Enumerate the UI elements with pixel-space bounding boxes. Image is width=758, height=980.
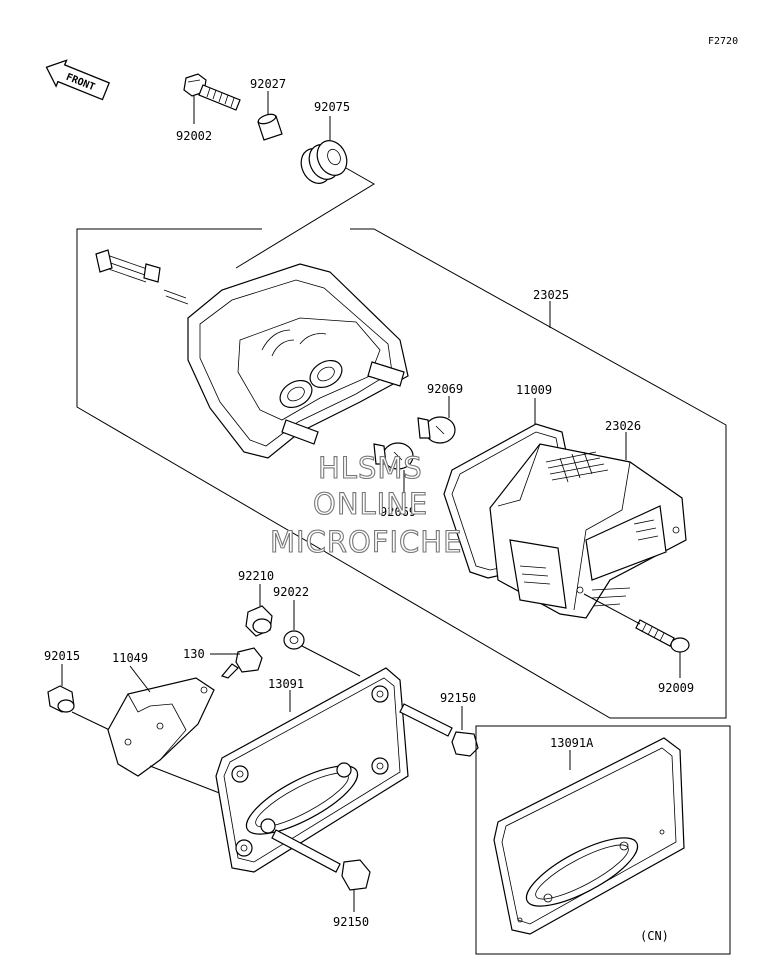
label-92069-a: 92069: [427, 382, 463, 396]
bracket-11049: [107, 677, 215, 777]
bulb-92069-b: [373, 442, 414, 470]
label-92075: 92075: [314, 100, 350, 114]
label-92009: 92009: [658, 681, 694, 695]
screw-92009: [635, 619, 690, 653]
label-92069-b: 92069: [380, 505, 416, 519]
label-23025: 23025: [533, 288, 569, 302]
plate-holder-13091a: [493, 737, 685, 935]
diagram-code: F2720: [708, 36, 738, 47]
bolt-92150-right: [399, 703, 479, 757]
bolt-92150-bottom: [271, 829, 371, 891]
label-92210: 92210: [238, 569, 274, 583]
variant-box: [475, 725, 731, 955]
label-92150-bottom: 92150: [333, 915, 369, 929]
grommet-92075: [300, 140, 348, 184]
collar-92027: [257, 113, 283, 141]
watermark-line-2: ONLINE: [313, 487, 428, 521]
lamp-housing: [95, 249, 409, 459]
assembly-boundary: [76, 228, 727, 719]
label-92150-right: 92150: [440, 691, 476, 705]
watermark: HLSMS ONLINE MICROFICHE: [269, 450, 462, 559]
label-13091a: 13091A: [550, 736, 594, 750]
variant-label: (CN): [640, 929, 669, 943]
label-13091: 13091: [268, 677, 304, 691]
bolt-92002: [183, 73, 241, 111]
washer-92022: [283, 630, 305, 650]
nut-92015: [47, 685, 75, 713]
nut-92210: [245, 605, 273, 637]
label-11049: 11049: [112, 651, 148, 665]
label-92002: 92002: [176, 129, 212, 143]
watermark-line-1: HLSMS: [318, 451, 423, 485]
watermark-line-3: MICROFICHE: [270, 525, 462, 559]
label-11009: 11009: [516, 383, 552, 397]
label-92015: 92015: [44, 649, 80, 663]
label-92022: 92022: [273, 585, 309, 599]
label-92027: 92027: [250, 77, 286, 91]
plate-holder-13091: [215, 667, 409, 873]
lens-23026: [489, 443, 687, 619]
label-23026: 23026: [605, 419, 641, 433]
bolt-130: [220, 647, 263, 679]
front-arrow-icon: FRONT: [45, 59, 111, 101]
bulb-92069-a: [417, 416, 456, 444]
label-130: 130: [183, 647, 205, 661]
